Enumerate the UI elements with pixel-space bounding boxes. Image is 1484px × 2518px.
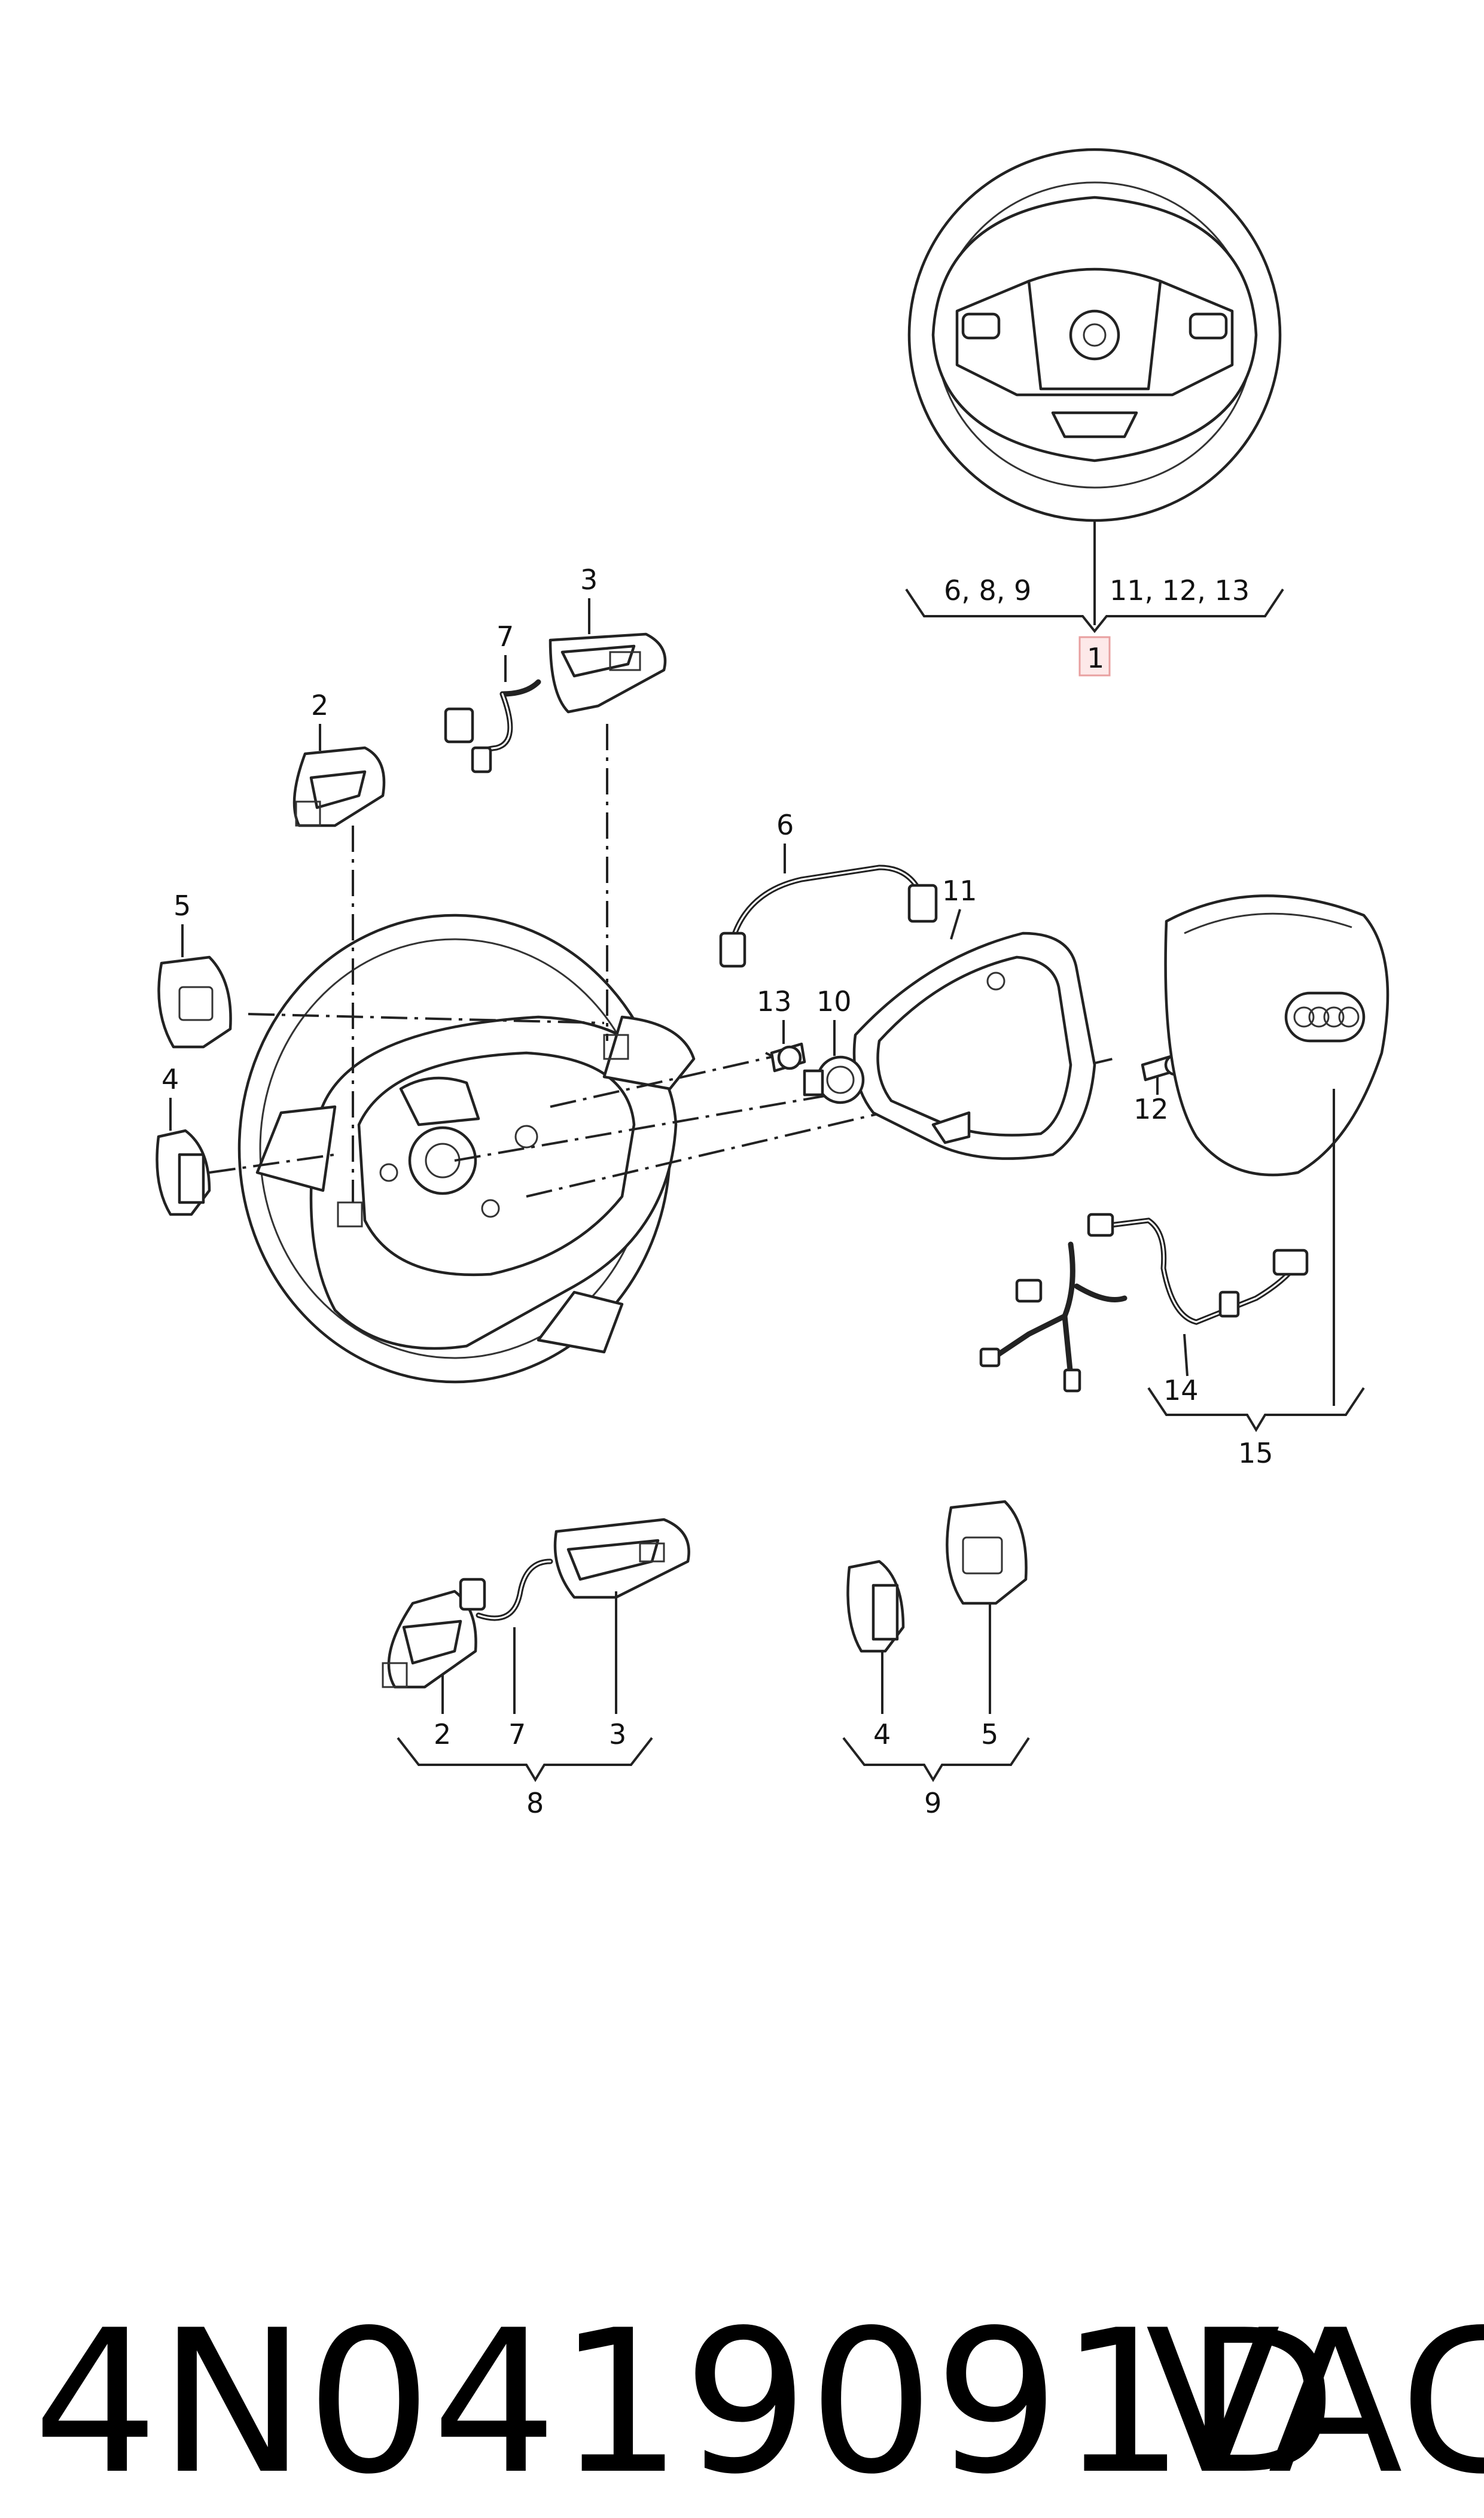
group-9-total: 9 [924,1787,941,1819]
part-1-highlight-box [1078,636,1111,677]
group-8-total: 8 [526,1787,544,1819]
part-13-bolt: 13 [757,985,806,1073]
callout-10: 10 [816,985,852,1018]
part-7-cable: 7 [444,620,541,774]
callout-11: 11 [942,875,977,907]
callout-5-top: 5 [173,890,191,922]
group-8-label-2: 2 [434,1718,451,1750]
callout-13: 13 [757,985,792,1018]
group-9-label-4: 4 [873,1718,891,1750]
group-1-left-label: 6, 8, 9 [944,574,1031,607]
inset-steering-wheel [907,148,1282,625]
group-bracket-15: 15 [1147,1387,1365,1469]
callout-2-top: 2 [311,689,328,721]
group-bracket-1: 6, 8, 9 11, 12, 13 1 [905,574,1284,677]
brand-label: VAG [1145,2288,1484,2517]
callout-7-top: 7 [496,620,514,653]
part-3-switch-module: 3 [548,564,667,714]
group-8-label-3: 3 [609,1718,626,1750]
part-number: 4N0419091D [33,2288,1337,2517]
part-4-paddle: 4 [156,1063,211,1216]
part-2-switch: 2 [292,689,386,827]
part-6-cable: 6 [719,809,938,968]
callout-6: 6 [776,809,794,841]
group-8-parts: 2 7 3 8 [382,1518,690,1819]
group-9-parts: 4 5 9 [842,1500,1030,1819]
callout-12: 12 [1133,1093,1169,1125]
part-10-damper: 10 [803,985,865,1104]
callout-1: 1 [1087,642,1104,674]
group-1-right-label: 11, 12, 13 [1110,574,1250,607]
callout-4-top: 4 [161,1063,179,1095]
group-9-label-5: 5 [981,1718,998,1750]
part-15-airbag [1164,894,1389,1406]
part-11-cover-frame: 11 [852,875,1096,1160]
callout-3-top: 3 [580,564,598,596]
part-14-wiring-harness: 14 [979,1213,1309,1406]
main-steering-wheel [237,914,696,1384]
footer: 4N0419091D VAG [33,2288,1484,2517]
callout-15: 15 [1238,1437,1273,1469]
part-5-paddle: 5 [157,890,232,1049]
callout-14: 14 [1163,1374,1199,1406]
group-8-label-7: 7 [508,1718,526,1750]
